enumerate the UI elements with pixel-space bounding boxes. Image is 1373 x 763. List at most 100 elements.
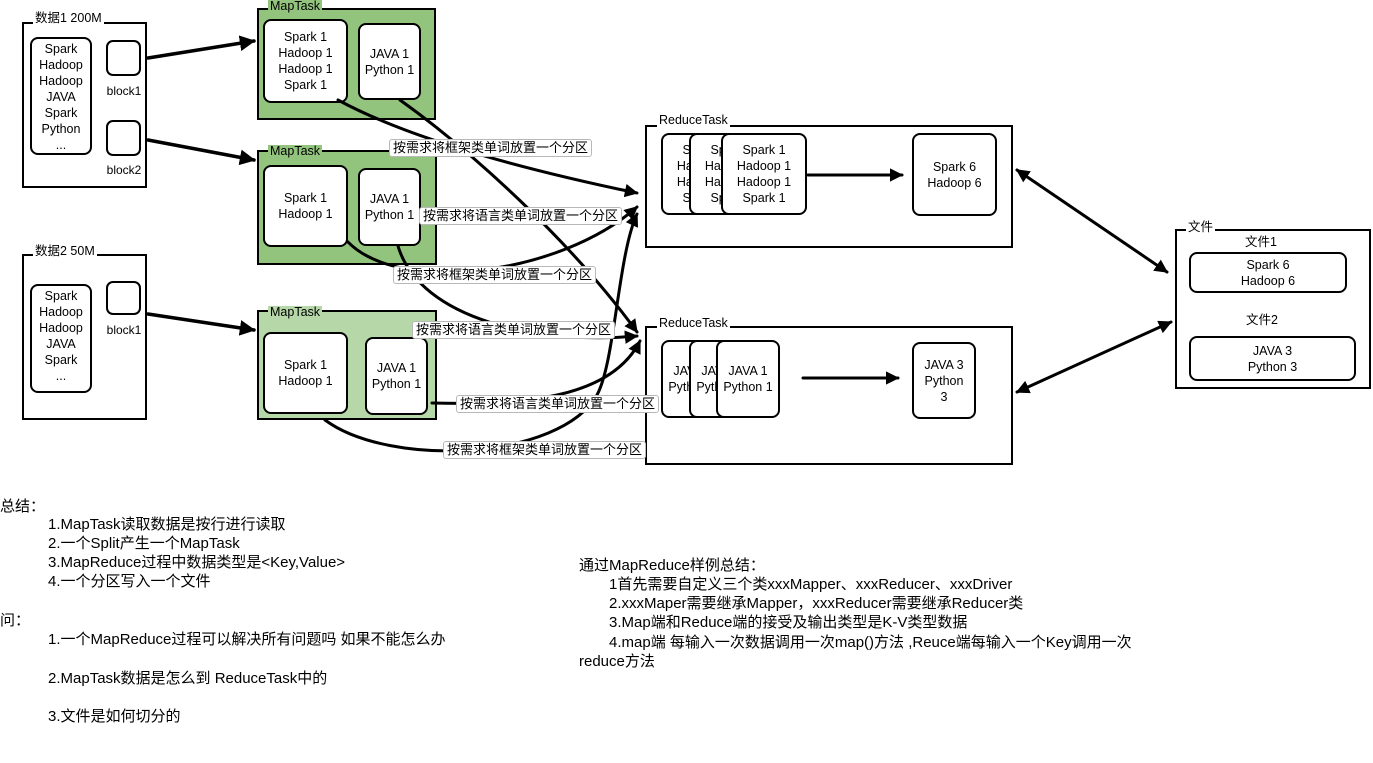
data-content-box: Spark Hadoop Hadoop JAVA Spark Python ..… xyxy=(30,37,92,155)
word-count: JAVA 1 xyxy=(376,361,417,375)
word-count: Python 1 xyxy=(723,380,773,394)
framework-words-box: Spark 1 Hadoop 1 xyxy=(263,165,348,247)
data-source-1: 数据1 200M Spark Hadoop Hadoop JAVA Spark … xyxy=(22,11,147,188)
reduce-task-label: ReduceTask xyxy=(657,113,730,127)
block-label: block2 xyxy=(106,163,142,177)
word-count: Python 1 xyxy=(371,377,422,391)
block-label: block1 xyxy=(106,323,142,337)
arrow-data2-to-maptask3 xyxy=(146,312,256,336)
reduce-input-card: JAVA 1 Python 1 xyxy=(716,340,780,418)
word-count: Spark 1 xyxy=(742,191,786,205)
word: ... xyxy=(55,369,67,383)
arrow-reduce2-to-file xyxy=(1015,320,1173,394)
map-task-3: MapTask Spark 1 Hadoop 1 JAVA 1 Python 1 xyxy=(257,306,437,420)
word-count: Python 1 xyxy=(364,208,415,222)
partition-label: 按需求将框架类单词放置一个分区 xyxy=(389,139,593,157)
file-line: Python 3 xyxy=(1247,359,1298,374)
word-count: Hadoop 1 xyxy=(278,207,333,221)
word-total: JAVA 3 xyxy=(924,357,964,372)
map-task-1: MapTask Spark 1 Hadoop 1 Hadoop 1 Spark … xyxy=(257,0,436,120)
word: ... xyxy=(55,138,67,152)
file-line: Hadoop 6 xyxy=(1240,273,1296,288)
word: Spark xyxy=(44,106,78,120)
data-source-label: 数据2 50M xyxy=(33,244,97,258)
file-name: 文件1 xyxy=(1245,235,1277,249)
questions-title: 问： xyxy=(0,612,31,629)
question-item: 3.文件是如何切分的 xyxy=(48,708,181,725)
word: Hadoop xyxy=(39,321,83,335)
word: Hadoop xyxy=(39,74,83,88)
word: Spark xyxy=(44,353,78,367)
partition-label: 按需求将语言类单词放置一个分区 xyxy=(456,395,660,413)
arrow-map3-language-to-reduce2 xyxy=(430,339,642,405)
summary-item: 2.一个Split产生一个MapTask xyxy=(48,535,240,552)
block-icon xyxy=(106,281,141,315)
partition-label: 按需求将语言类单词放置一个分区 xyxy=(412,321,616,339)
language-words-box: JAVA 1 Python 1 xyxy=(358,23,421,100)
sample-summary-item: 2.xxxMaper需要继承Mapper，xxxReducer需要继承Reduc… xyxy=(609,595,1024,612)
word: Hadoop xyxy=(39,58,83,72)
word-count: Hadoop 1 xyxy=(278,374,333,388)
partition-label: 按需求将框架类单词放置一个分区 xyxy=(393,266,597,284)
map-task-label: MapTask xyxy=(268,144,323,158)
data-source-2: 数据2 50M Spark Hadoop Hadoop JAVA Spark .… xyxy=(22,244,147,420)
block-icon xyxy=(106,40,141,76)
file-content-box: Spark 6 Hadoop 6 xyxy=(1189,252,1347,293)
word: Hadoop xyxy=(39,305,83,319)
arrow-block2-to-maptask2 xyxy=(146,138,256,166)
arrow-reduce1-to-file xyxy=(1015,168,1169,274)
sample-summary-item: 1首先需要自定义三个类xxxMapper、xxxReducer、xxxDrive… xyxy=(609,576,1013,593)
reduce-task-label: ReduceTask xyxy=(657,316,730,330)
word: Spark xyxy=(44,42,78,56)
reduce-task-1: ReduceTask Spark 1 Hadoop 1 Hadoop 1 Spa… xyxy=(645,113,1013,248)
file-content-box: JAVA 3 Python 3 xyxy=(1189,336,1356,381)
output-files-label: 文件 xyxy=(1186,220,1216,234)
output-files: 文件 文件1 Spark 6 Hadoop 6 文件2 JAVA 3 Pytho… xyxy=(1175,220,1371,389)
language-words-box: JAVA 1 Python 1 xyxy=(365,337,428,415)
word-count: JAVA 1 xyxy=(369,192,410,206)
word-count: Hadoop 1 xyxy=(278,62,333,76)
summary-title: 总结： xyxy=(0,498,46,515)
summary-item: 4.一个分区写入一个文件 xyxy=(48,573,211,590)
word-total: Hadoop 6 xyxy=(927,175,982,190)
word-count: Spark 1 xyxy=(742,143,786,157)
word-count: Spark 1 xyxy=(283,358,328,372)
sample-summary-item: 4.map端 每输入一次数据调用一次map()方法 ,Reuce端每输入一个Ke… xyxy=(609,634,1132,651)
word-count: Hadoop 1 xyxy=(736,159,792,173)
file-name: 文件2 xyxy=(1246,313,1278,327)
word-total: Spark 6 xyxy=(932,159,977,174)
block-label: block1 xyxy=(106,84,142,98)
summary-item: 1.MapTask读取数据是按行进行读取 xyxy=(48,516,286,533)
map-task-label: MapTask xyxy=(268,0,323,13)
reduce-input-card: Spark 1 Hadoop 1 Hadoop 1 Spark 1 xyxy=(721,133,807,215)
map-task-2: MapTask Spark 1 Hadoop 1 JAVA 1 Python 1 xyxy=(257,145,437,265)
map-task-label: MapTask xyxy=(268,305,323,319)
sample-summary-item: 3.Map端和Reduce端的接受及输出类型是K-V类型数据 xyxy=(609,614,968,631)
question-item: 1.一个MapReduce过程可以解决所有问题吗 如果不能怎么办 xyxy=(48,631,446,648)
question-item: 2.MapTask数据是怎么到 ReduceTask中的 xyxy=(48,670,328,687)
summary-item: 3.MapReduce过程中数据类型是<Key,Value> xyxy=(48,554,346,571)
framework-words-box: Spark 1 Hadoop 1 xyxy=(263,332,348,414)
framework-words-box: Spark 1 Hadoop 1 Hadoop 1 Spark 1 xyxy=(263,19,348,103)
reduce-output-card: JAVA 3 Python 3 xyxy=(912,342,976,419)
word-count: Hadoop 1 xyxy=(278,46,333,60)
arrow-data1-to-maptask1 xyxy=(146,35,256,60)
word-total: Python xyxy=(924,373,964,388)
word-count: Hadoop 1 xyxy=(736,175,792,189)
partition-label: 按需求将框架类单词放置一个分区 xyxy=(443,441,647,459)
word-count: Spark 1 xyxy=(283,78,328,92)
word: JAVA xyxy=(46,337,76,351)
language-words-box: JAVA 1 Python 1 xyxy=(358,168,421,246)
data-source-label: 数据1 200M xyxy=(33,11,104,25)
sample-summary-item-continued: reduce方法 xyxy=(579,653,655,670)
word: Python xyxy=(41,122,81,136)
word-count: Spark 1 xyxy=(283,30,328,44)
file-line: Spark 6 xyxy=(1246,257,1290,272)
word-count: Spark 1 xyxy=(283,191,328,205)
word: JAVA xyxy=(46,90,76,104)
word-total: 3 xyxy=(940,389,948,404)
reduce-task-2: ReduceTask JAVA 1 Python 1 JAVA 1 Python… xyxy=(645,316,1013,465)
reduce-output-card: Spark 6 Hadoop 6 xyxy=(912,133,997,216)
word-count: JAVA 1 xyxy=(728,364,768,378)
data-content-box: Spark Hadoop Hadoop JAVA Spark ... xyxy=(30,284,92,393)
